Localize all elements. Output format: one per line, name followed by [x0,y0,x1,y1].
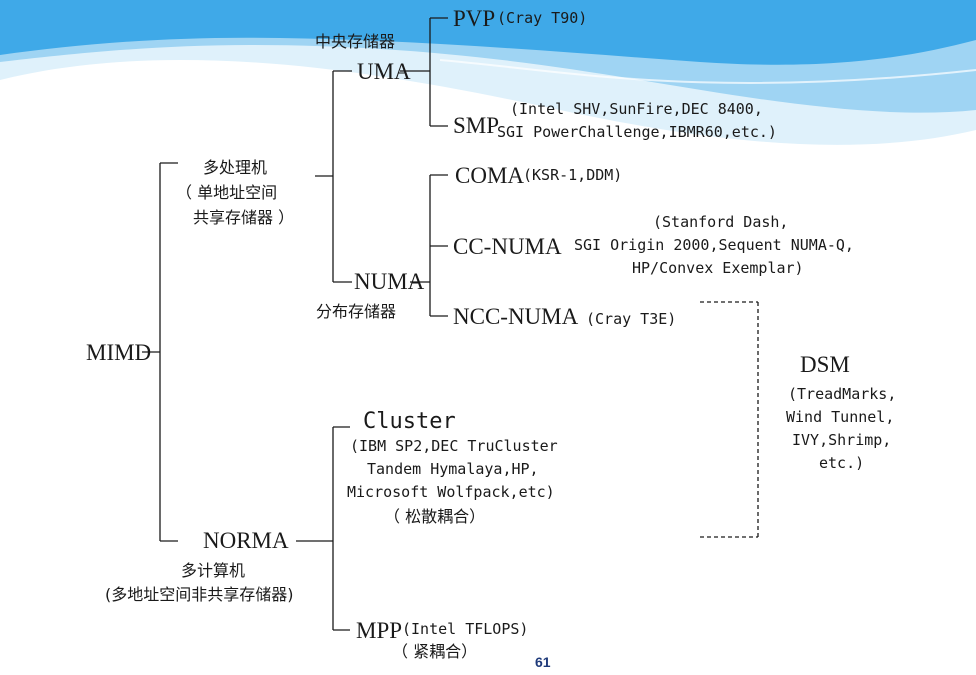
nccnuma-examples: (Cray T3E) [586,310,677,328]
multiprocessor-label: 多处理机 [203,158,268,177]
wave-highlight [439,59,976,84]
multiprocessor-sub2: 共享存储器 ） [193,208,295,227]
multicomputer-sub: (多地址空间非共享存储器) [105,585,294,604]
numa-note: 分布存储器 [316,302,397,321]
cluster-examples-line3: Microsoft Wolfpack,etc) [347,483,555,501]
ccnuma-label: CC-NUMA [453,234,562,259]
pvp-label: PVP [453,6,496,31]
mpp-coupling: （ 紧耦合） [392,642,478,661]
page-number: 61 [535,654,551,670]
cluster-coupling: （ 松散耦合） [384,507,486,526]
uma-label: UMA [357,59,411,84]
wave-dark-band [0,0,976,65]
ccnuma-examples-line3: HP/Convex Exemplar) [632,259,804,277]
dsm-examples-line4: etc.) [819,454,865,472]
pvp-examples: (Cray T90) [497,9,588,27]
smp-examples-line2: SGI PowerChallenge,IBMR60,etc.) [497,123,777,141]
dsm-examples-line2: Wind Tunnel, [786,408,895,426]
mpp-examples: (Intel TFLOPS) [402,620,529,638]
cluster-examples-line2: Tandem Hymalaya,HP, [367,460,539,478]
smp-label: SMP [453,113,500,138]
norma-label: NORMA [203,528,289,553]
dsm-label: DSM [800,352,850,377]
numa-label: NUMA [354,269,425,294]
dsm-examples-line1: (TreadMarks, [788,385,897,403]
multicomputer-label: 多计算机 [181,561,246,580]
cluster-label: Cluster [363,409,456,434]
dsm-examples-line3: IVY,Shrimp, [792,431,892,449]
mimd-label: MIMD [86,340,152,365]
coma-examples: (KSR-1,DDM) [523,166,623,184]
multiprocessor-sub1: （ 单地址空间 [176,183,278,202]
mpp-label: MPP [356,618,403,643]
nccnuma-label: NCC-NUMA [453,304,579,329]
uma-note: 中央存储器 [315,32,396,51]
ccnuma-examples-line1: (Stanford Dash, [653,213,789,231]
cluster-examples-line1: (IBM SP2,DEC TruCluster [350,437,558,455]
ccnuma-examples-line2: SGI Origin 2000,Sequent NUMA-Q, [574,236,854,254]
smp-examples-line1: (Intel SHV,SunFire,DEC 8400, [510,100,763,118]
coma-label: COMA [455,163,525,188]
